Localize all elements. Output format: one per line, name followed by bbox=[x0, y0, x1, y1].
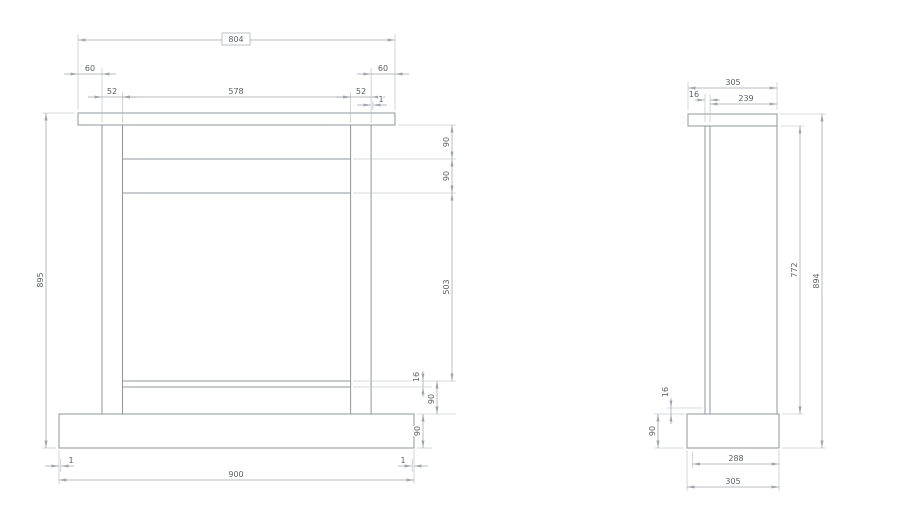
dim-label-opening-height: 503 bbox=[442, 279, 451, 294]
dim-label-side-overall-height: 894 bbox=[812, 273, 821, 288]
dim-side-overall-height: 894 bbox=[780, 113, 826, 449]
dim-front-pilaster-right: 52 bbox=[336, 86, 385, 99]
dim-front-gap-bottom-left: 1 bbox=[45, 450, 75, 484]
front-left-leg bbox=[101, 124, 123, 415]
dim-label-back-panel: 16 bbox=[689, 90, 699, 99]
dim-side-panel-height: 772 bbox=[780, 125, 804, 415]
dim-label-opening-width: 578 bbox=[228, 87, 243, 96]
dim-label-shelf-width: 804 bbox=[228, 35, 243, 44]
dim-label-pilaster-left: 52 bbox=[107, 87, 117, 96]
dim-front-bottom-rail: 16 bbox=[353, 371, 432, 397]
dim-front-overhang-right: 60 bbox=[357, 63, 409, 123]
dim-label-base-width: 900 bbox=[228, 470, 243, 479]
front-right-leg bbox=[350, 124, 372, 415]
dim-side-base-height: 90 bbox=[647, 413, 685, 449]
dim-label-panel-height: 772 bbox=[790, 262, 799, 277]
front-view: 804 60 60 52 5 bbox=[35, 32, 456, 484]
dim-side-panel-depth: 239 bbox=[710, 93, 777, 106]
dim-label-depth-top: 305 bbox=[725, 78, 740, 87]
dim-front-frieze-lower: 90 bbox=[353, 159, 456, 194]
dim-label-side-base-height: 90 bbox=[648, 426, 657, 436]
dim-front-bottom-section: 90 bbox=[417, 381, 456, 415]
dim-front-opening-height: 503 bbox=[353, 193, 456, 382]
dim-front-overhang-left: 60 bbox=[64, 63, 116, 123]
front-view-geometry bbox=[58, 112, 415, 449]
front-shelf bbox=[77, 112, 396, 126]
dim-label-frieze-upper: 90 bbox=[442, 137, 451, 147]
dim-label-gap-bottom-right: 1 bbox=[400, 456, 405, 465]
side-shelf bbox=[687, 113, 778, 127]
dim-front-gap-top-right: 1 bbox=[357, 94, 387, 110]
dim-label-overhang-left: 60 bbox=[85, 64, 95, 73]
side-view: 305 16 239 772 894 bbox=[647, 77, 826, 491]
dim-label-overall-height: 895 bbox=[36, 272, 45, 287]
dim-box bbox=[221, 32, 251, 46]
dim-label-side-bottom-rail: 16 bbox=[661, 387, 670, 397]
dim-label-gap-bottom-left: 1 bbox=[68, 456, 73, 465]
dim-front-base-height: 90 bbox=[412, 414, 432, 449]
dim-side-depth-top: 305 bbox=[687, 77, 778, 110]
dim-label-overhang-right: 60 bbox=[378, 64, 388, 73]
dim-side-bottom-rail: 16 bbox=[660, 386, 703, 424]
dim-front-gap-bottom-right: 1 bbox=[398, 450, 428, 484]
dim-front-base-width: 900 bbox=[59, 469, 414, 482]
dim-side-back-panel: 16 bbox=[688, 89, 720, 122]
front-base bbox=[58, 413, 415, 449]
dim-label-base-depth: 288 bbox=[728, 454, 743, 463]
dim-front-overall-height: 895 bbox=[35, 112, 75, 449]
side-base bbox=[686, 413, 780, 449]
side-view-geometry bbox=[686, 113, 780, 449]
dim-label-gap-top-right: 1 bbox=[378, 95, 383, 104]
dim-label-bottom-rail: 16 bbox=[412, 372, 421, 382]
dim-label-pilaster-right: 52 bbox=[356, 87, 366, 96]
dim-front-frieze-upper: 90 bbox=[353, 124, 456, 160]
dim-label-depth-bottom: 305 bbox=[725, 477, 740, 486]
dim-label-panel-depth: 239 bbox=[738, 94, 753, 103]
dim-front-shelf-width: 804 bbox=[77, 32, 396, 110]
dim-label-base-height: 90 bbox=[413, 426, 422, 436]
dim-side-depth-bottom: 305 bbox=[686, 450, 779, 491]
side-body-panel bbox=[704, 125, 778, 415]
dim-side-base-depth: 288 bbox=[692, 450, 780, 491]
dim-label-bottom-section: 90 bbox=[427, 394, 436, 404]
dim-label-frieze-lower: 90 bbox=[442, 171, 451, 181]
